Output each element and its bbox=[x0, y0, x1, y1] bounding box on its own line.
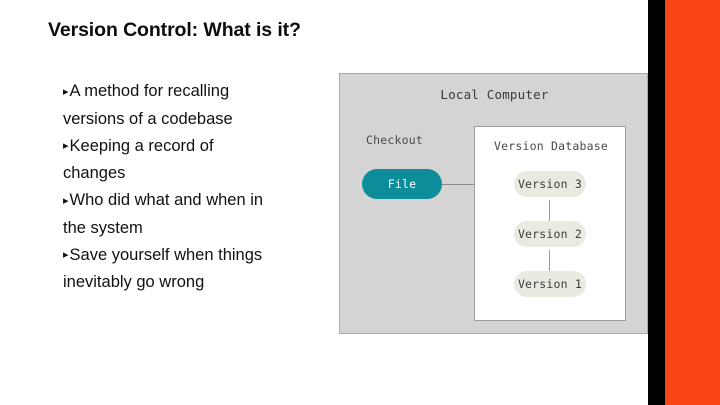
list-item-text: inevitably go wrong bbox=[63, 273, 205, 291]
list-item-text: the system bbox=[63, 218, 143, 237]
list-item: ▸A method for recalling bbox=[63, 78, 331, 106]
version-node-3: Version 3 bbox=[514, 171, 586, 197]
list-item-continuation: versions of a codebase bbox=[63, 106, 331, 133]
bullet-marker-icon: ▸ bbox=[63, 249, 69, 261]
list-item-continuation: changes bbox=[63, 160, 331, 187]
file-node: File bbox=[362, 169, 442, 199]
page-title: Version Control: What is it? bbox=[48, 19, 301, 41]
list-item-text: Who did what and when in bbox=[69, 191, 264, 209]
checkout-label: Checkout bbox=[366, 133, 423, 147]
version-node-2: Version 2 bbox=[514, 221, 586, 247]
bullet-marker-icon: ▸ bbox=[63, 85, 69, 98]
bullet-list: ▸A method for recalling versions of a co… bbox=[63, 78, 331, 296]
list-item-text: A method for recalling bbox=[69, 82, 230, 100]
version-database-title: Version Database bbox=[494, 139, 608, 153]
list-item: ▸Who did what and when in bbox=[63, 187, 331, 215]
list-item-continuation: the system bbox=[63, 215, 331, 242]
diagram-title-local-computer: Local Computer bbox=[440, 87, 549, 102]
bullet-marker-icon: ▸ bbox=[63, 140, 69, 152]
list-item-text: Save yourself when things bbox=[69, 245, 263, 264]
version-control-diagram: Local Computer Checkout Version Database… bbox=[339, 73, 648, 334]
decorative-orange-stripe bbox=[665, 0, 720, 405]
decorative-black-stripe bbox=[648, 0, 665, 405]
list-item: ▸Save yourself when things bbox=[63, 242, 331, 270]
bullet-marker-icon: ▸ bbox=[63, 194, 69, 207]
connector-version2-to-version1 bbox=[549, 250, 550, 283]
list-item-text: versions of a codebase bbox=[63, 109, 233, 128]
version-node-1: Version 1 bbox=[514, 271, 586, 297]
list-item: ▸Keeping a record of bbox=[63, 133, 331, 161]
connector-version3-to-version2 bbox=[549, 200, 550, 233]
list-item-continuation: inevitably go wrong bbox=[63, 269, 331, 296]
list-item-text: Keeping a record of bbox=[69, 136, 214, 155]
list-item-text: changes bbox=[63, 164, 126, 182]
